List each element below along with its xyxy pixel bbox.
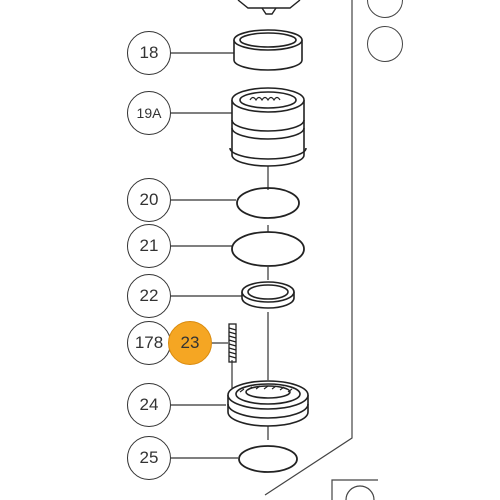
part-25-o-ring: [238, 445, 298, 473]
part-18-ring: [233, 29, 303, 71]
leader-lines: [171, 52, 269, 459]
callout-19a[interactable]: 19A: [127, 91, 171, 135]
callout-23[interactable]: 23: [168, 321, 212, 365]
group-boundary-lines: [264, 0, 353, 496]
partial-callout-right: [367, 26, 403, 62]
callout-178[interactable]: 178: [127, 321, 171, 365]
callout-20[interactable]: 20: [127, 178, 171, 222]
callout-24[interactable]: 24: [127, 383, 171, 427]
part-top-fragment: [237, 0, 301, 15]
part-19a-cylinder: [229, 87, 307, 167]
callout-22[interactable]: 22: [127, 274, 171, 318]
callout-18[interactable]: 18: [127, 31, 171, 75]
part-22-ring: [241, 281, 295, 309]
part-24-bearing: [227, 380, 309, 427]
part-23-spring: [228, 323, 237, 363]
callout-25[interactable]: 25: [127, 436, 171, 480]
cutoff-box: [331, 479, 378, 500]
part-21-o-ring: [231, 231, 305, 267]
part-20-o-ring: [236, 187, 300, 219]
callout-21[interactable]: 21: [127, 224, 171, 268]
